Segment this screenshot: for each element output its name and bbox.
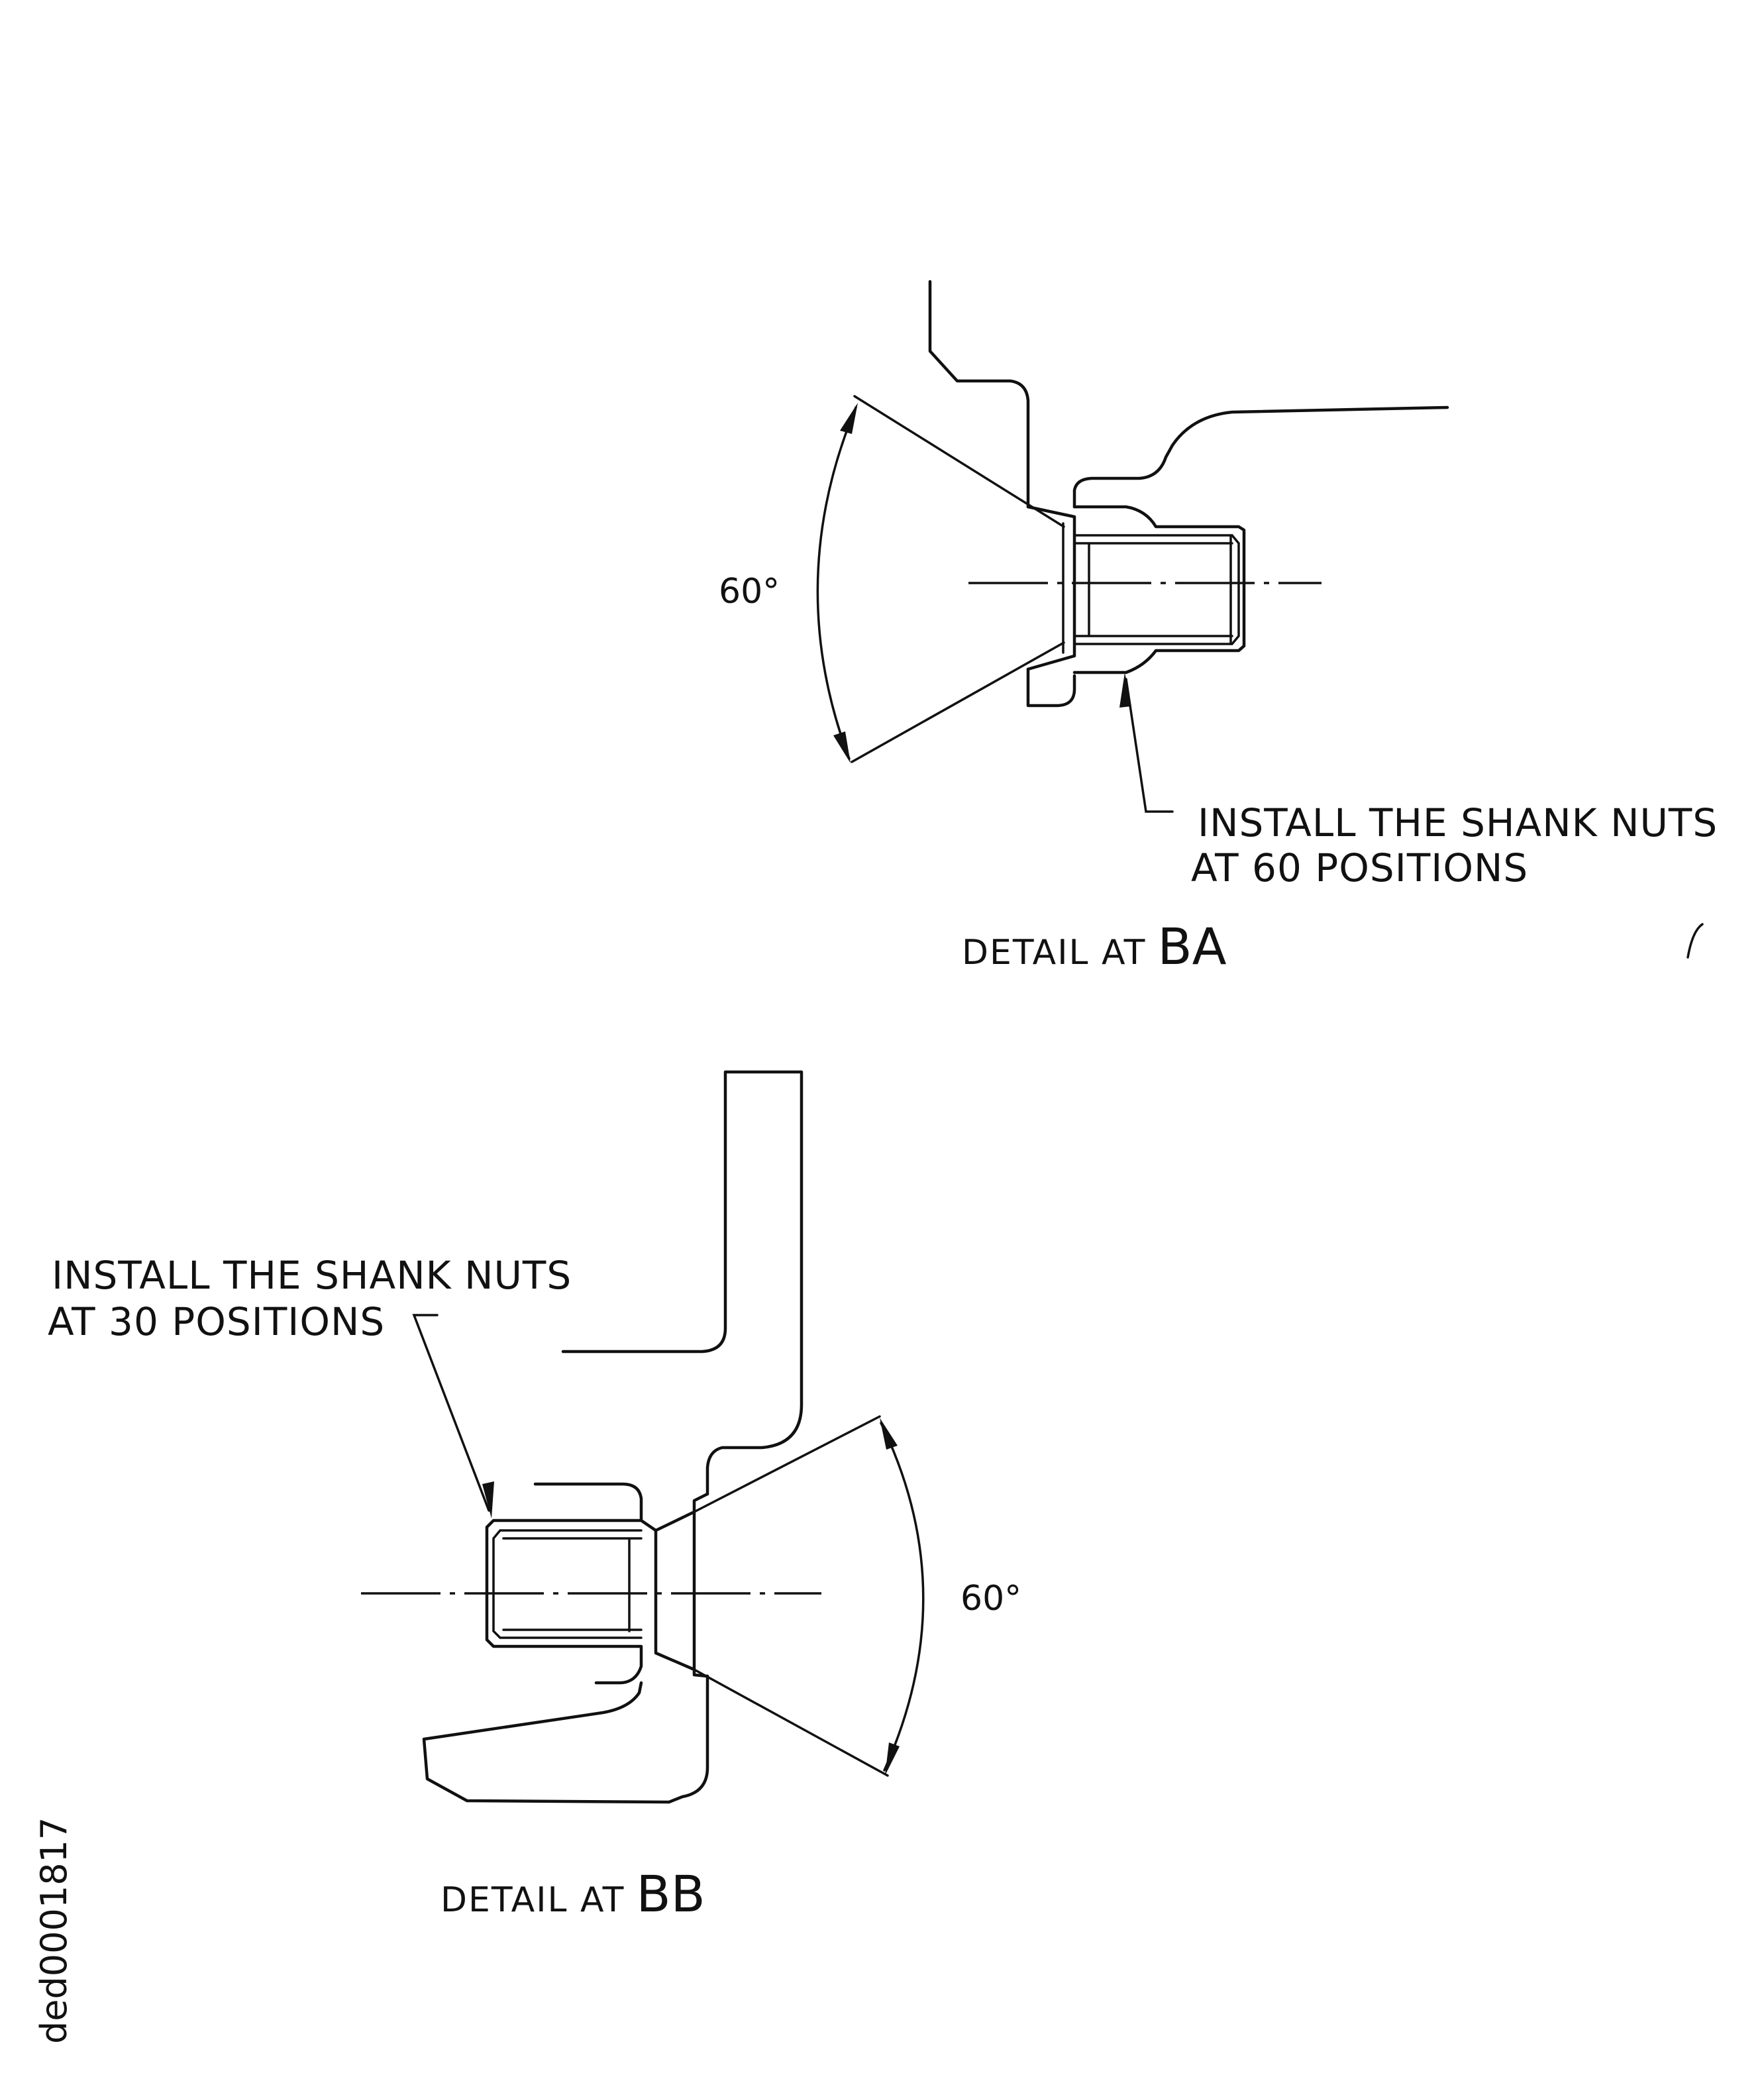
detail-ba-title-ref: BA (1157, 917, 1226, 976)
detail-ba-view (816, 280, 1449, 813)
detail-bb-arrowhead-bottom (885, 1742, 900, 1776)
detail-bb-note-line1: INSTALL THE SHANK NUTS (52, 1253, 572, 1298)
detail-bb-leader-arrowhead (482, 1481, 494, 1519)
detail-bb-note-line2: AT 30 POSITIONS (48, 1299, 385, 1344)
detail-bb-nut-cone (654, 1510, 696, 1672)
detail-bb-housing-upper (561, 1070, 804, 1496)
detail-bb-nut-body (485, 1482, 658, 1685)
detail-ba-angle-arc (816, 406, 857, 760)
detail-bb-leader (412, 1314, 490, 1512)
detail-ba-note-line2: AT 60 POSITIONS (1191, 845, 1528, 890)
detail-bb-nut-flange (692, 1492, 709, 1678)
detail-ba-arrowhead-bottom (833, 731, 851, 763)
detail-ba-title: DETAIL AT BA (962, 917, 1227, 976)
detail-ba-nut-bore (1073, 534, 1240, 645)
detail-bb-title: DETAIL AT BB (441, 1864, 705, 1923)
detail-bb-nut-bore (492, 1529, 643, 1639)
detail-bb-angle-line-upper (693, 1415, 881, 1513)
detail-ba-housing-upper (1072, 405, 1449, 509)
detail-ba-leader-arrowhead (1119, 672, 1131, 708)
detail-ba-housing-wall-lower (1026, 667, 1076, 708)
detail-bb-title-ref: BB (636, 1864, 705, 1923)
detail-ba-housing-wall (928, 280, 1030, 509)
detail-ba-nut-thread (1062, 522, 1233, 654)
detail-bb-angle-arc (880, 1422, 925, 1772)
detail-ba-angle-line-upper (853, 395, 1065, 528)
detail-bb-title-prefix: DETAIL AT (441, 1880, 625, 1920)
detail-ba-note-line1: INSTALL THE SHANK NUTS (1198, 800, 1718, 845)
detail-bb-arrowhead-top (880, 1418, 898, 1450)
stray-mark (1686, 923, 1704, 959)
detail-bb-angle-label: 60° (960, 1579, 1021, 1619)
detail-ba-nut-flange (1026, 505, 1076, 671)
document-id: ded0001817 (33, 1817, 75, 2044)
detail-ba-nut-body (1072, 505, 1246, 674)
detail-ba-leader (1125, 678, 1174, 813)
detail-bb-housing-lower (422, 1674, 709, 1804)
detail-ba-angle-line-lower (851, 641, 1065, 763)
detail-ba-arrowhead-top (840, 403, 858, 434)
detail-ba-angle-label: 60° (719, 572, 780, 612)
detail-bb-view (361, 1070, 925, 1804)
detail-ba-title-prefix: DETAIL AT (962, 933, 1146, 973)
detail-bb-angle-line-lower (693, 1668, 889, 1777)
